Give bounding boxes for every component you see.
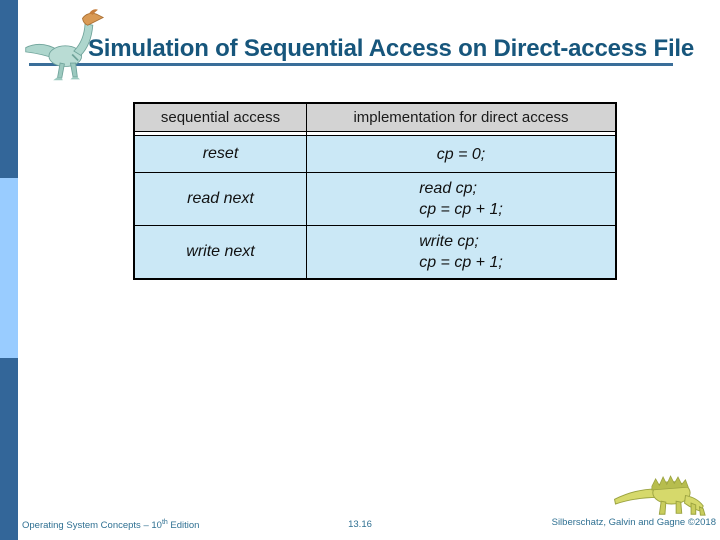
implementation-cell: cp = 0; — [307, 136, 615, 172]
operation-cell: write next — [135, 226, 307, 278]
table-header-row: sequential access implementation for dir… — [135, 104, 615, 132]
footer-book-title: Operating System Concepts – 10th Edition — [22, 519, 200, 532]
code-line: cp = cp + 1; — [419, 254, 503, 271]
code-line: write cp; — [419, 233, 479, 250]
sequential-access-table: sequential access implementation for dir… — [133, 102, 617, 280]
operation-cell: reset — [135, 136, 307, 172]
accent-bar-middle — [0, 178, 18, 358]
slide-footer: Operating System Concepts – 10th Edition… — [0, 516, 720, 534]
table-row: write next write cp; cp = cp + 1; — [135, 226, 615, 278]
implementation-cell: write cp; cp = cp + 1; — [307, 226, 615, 278]
accent-bar-top — [0, 0, 18, 178]
table-row: reset cp = 0; — [135, 136, 615, 173]
column-header-implementation: implementation for direct access — [353, 109, 569, 126]
title-underline — [29, 63, 673, 66]
implementation-cell: read cp; cp = cp + 1; — [307, 173, 615, 225]
left-accent-bar — [0, 0, 18, 540]
slide-number: 13.16 — [348, 519, 372, 530]
code-line: cp = 0; — [436, 145, 486, 163]
code-line: read cp; — [419, 180, 477, 197]
header-double-rule — [135, 132, 615, 136]
operation-cell: read next — [135, 173, 307, 225]
column-header-sequential-access: sequential access — [135, 104, 307, 131]
table-row: read next read cp; cp = cp + 1; — [135, 173, 615, 226]
dinosaur-logo-icon — [24, 2, 110, 88]
dinosaur-footer-icon — [612, 462, 716, 518]
page-title: Simulation of Sequential Access on Direc… — [88, 35, 695, 62]
accent-bar-bottom — [0, 358, 18, 540]
code-line: cp = cp + 1; — [419, 201, 503, 218]
footer-authors: Silberschatz, Galvin and Gagne ©2018 — [551, 517, 716, 528]
